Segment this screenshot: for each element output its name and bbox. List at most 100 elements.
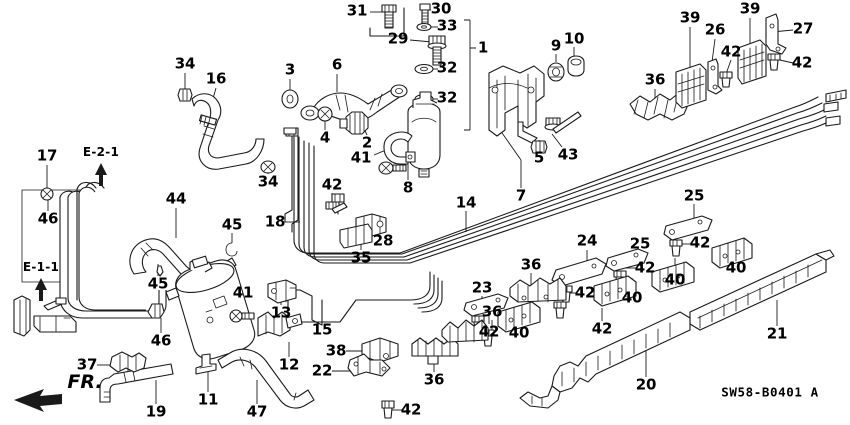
part-42-bolt-near-25-right (669, 239, 683, 257)
callout-number-42[interactable]: 42 (574, 283, 596, 302)
callout-number-36[interactable]: 36 (644, 70, 666, 89)
callout-number-1[interactable]: 1 (477, 38, 489, 57)
callout-number-10[interactable]: 10 (563, 29, 585, 48)
callout-number-16[interactable]: 16 (205, 69, 227, 88)
callout-number-36[interactable]: 36 (520, 255, 542, 274)
callout-number-40[interactable]: 40 (621, 288, 643, 307)
part-32-washer-upper (414, 63, 434, 75)
callout-number-40[interactable]: 40 (664, 270, 686, 289)
callout-number-42[interactable]: 42 (478, 322, 500, 341)
callout-number-39[interactable]: 39 (679, 8, 701, 27)
callout-number-44[interactable]: 44 (165, 189, 187, 208)
part-42-bolt-top-right-b (767, 53, 781, 71)
callout-number-14[interactable]: 14 (455, 193, 477, 212)
callout-number-40[interactable]: 40 (508, 323, 530, 342)
callout-number-27[interactable]: 27 (792, 19, 814, 38)
part-36-pipe-clamp-multi-bottom (411, 337, 459, 365)
part-23-stay-plate (463, 293, 509, 317)
part-39-pipe-clamp-block-left (675, 63, 707, 109)
pipe-lower-loop (409, 271, 443, 313)
part-31-bolt-hex (369, 4, 405, 37)
part-9-grommet (547, 62, 565, 82)
part-8-filter-clamp (383, 131, 416, 165)
callout-number-42[interactable]: 42 (689, 233, 711, 252)
part-40-pipe-clamp-quad-c (593, 275, 637, 307)
callout-number-5[interactable]: 5 (533, 148, 545, 167)
callout-number-36[interactable]: 36 (481, 302, 503, 321)
pipe-end-fittings-left (283, 127, 297, 135)
callout-number-39[interactable]: 39 (739, 0, 761, 18)
callout-number-36[interactable]: 36 (423, 370, 445, 389)
callout-number-47[interactable]: 47 (246, 402, 268, 421)
callout-number-3[interactable]: 3 (284, 60, 296, 79)
part-33-washer-small (416, 22, 432, 32)
reference-arrows (35, 163, 107, 301)
callout-number-42[interactable]: 42 (321, 175, 343, 194)
callout-number-6[interactable]: 6 (331, 55, 343, 74)
callout-number-37[interactable]: 37 (76, 355, 98, 374)
callout-number-42[interactable]: 42 (720, 42, 742, 61)
callout-number-8[interactable]: 8 (402, 178, 414, 197)
part-25-stay-plate-short-right (663, 215, 713, 241)
callout-number-7[interactable]: 7 (515, 186, 527, 205)
callout-number-25[interactable]: 25 (683, 186, 705, 205)
callout-number-15[interactable]: 15 (311, 320, 333, 339)
callout-number-11[interactable]: 11 (197, 390, 219, 409)
callout-number-9[interactable]: 9 (550, 36, 562, 55)
callout-number-25[interactable]: 25 (629, 234, 651, 253)
callout-number-28[interactable]: 28 (372, 231, 394, 250)
callout-number-21[interactable]: 21 (766, 324, 788, 343)
callout-number-32[interactable]: 32 (436, 88, 458, 107)
callout-number-23[interactable]: 23 (471, 278, 493, 297)
callout-number-43[interactable]: 43 (557, 145, 579, 164)
part-40-pipe-clamp-quad-d (497, 301, 541, 333)
callout-number-41[interactable]: 41 (232, 283, 254, 302)
callout-number-20[interactable]: 20 (635, 375, 657, 394)
callout-number-42[interactable]: 42 (400, 400, 422, 419)
part-20-pipe-protector-front (519, 311, 691, 409)
reference-label-e-2-1[interactable]: E-2-1 (82, 145, 120, 159)
callout-number-46[interactable]: 46 (150, 331, 172, 350)
callout-number-26[interactable]: 26 (704, 20, 726, 39)
part-3-washer-seal (281, 89, 299, 109)
part-47-purge-hose (217, 348, 315, 409)
callout-number-35[interactable]: 35 (350, 248, 372, 267)
callout-number-4[interactable]: 4 (319, 128, 331, 147)
part-45-hose-clip-spring-upper (156, 265, 164, 277)
callout-number-24[interactable]: 24 (576, 231, 598, 250)
part-13-clamp-block (267, 279, 297, 304)
part-2-fuel-hose-fitting (339, 111, 369, 135)
callout-number-34[interactable]: 34 (257, 172, 279, 191)
callout-number-46[interactable]: 46 (37, 209, 59, 228)
callout-number-42[interactable]: 42 (634, 258, 656, 277)
part-10-cap-nut (567, 55, 585, 77)
callout-number-22[interactable]: 22 (311, 361, 333, 380)
callout-number-19[interactable]: 19 (145, 402, 167, 421)
callout-number-45[interactable]: 45 (221, 215, 243, 234)
callout-number-41[interactable]: 41 (350, 148, 372, 167)
callout-number-17[interactable]: 17 (36, 146, 58, 165)
callout-number-30[interactable]: 30 (430, 0, 452, 18)
part-43-bolt-flange-large (544, 111, 582, 134)
part-16-breather-hose (191, 93, 265, 170)
reference-label-e-1-1[interactable]: E-1-1 (22, 260, 60, 274)
callout-number-2[interactable]: 2 (361, 133, 373, 152)
part-12-canister-bracket (257, 311, 303, 337)
callout-number-33[interactable]: 33 (436, 16, 458, 35)
part-46-clip-retainer-upper (40, 187, 54, 201)
callout-number-40[interactable]: 40 (725, 258, 747, 277)
callout-number-34[interactable]: 34 (174, 54, 196, 73)
callout-number-12[interactable]: 12 (278, 355, 300, 374)
callout-number-31[interactable]: 31 (346, 1, 368, 20)
callout-number-38[interactable]: 38 (325, 341, 347, 360)
callout-number-13[interactable]: 13 (270, 303, 292, 322)
callout-number-42[interactable]: 42 (791, 53, 813, 72)
callout-number-45[interactable]: 45 (147, 274, 169, 293)
callout-number-42[interactable]: 42 (591, 319, 613, 338)
part-6-fuel-feed-hose (300, 84, 408, 122)
callout-number-29[interactable]: 29 (387, 29, 409, 48)
callout-number-18[interactable]: 18 (264, 212, 286, 231)
part-29-bolt-flange (427, 35, 447, 66)
drawing-number: SW58-B0401 A (721, 384, 819, 400)
callout-number-32[interactable]: 32 (436, 58, 458, 77)
